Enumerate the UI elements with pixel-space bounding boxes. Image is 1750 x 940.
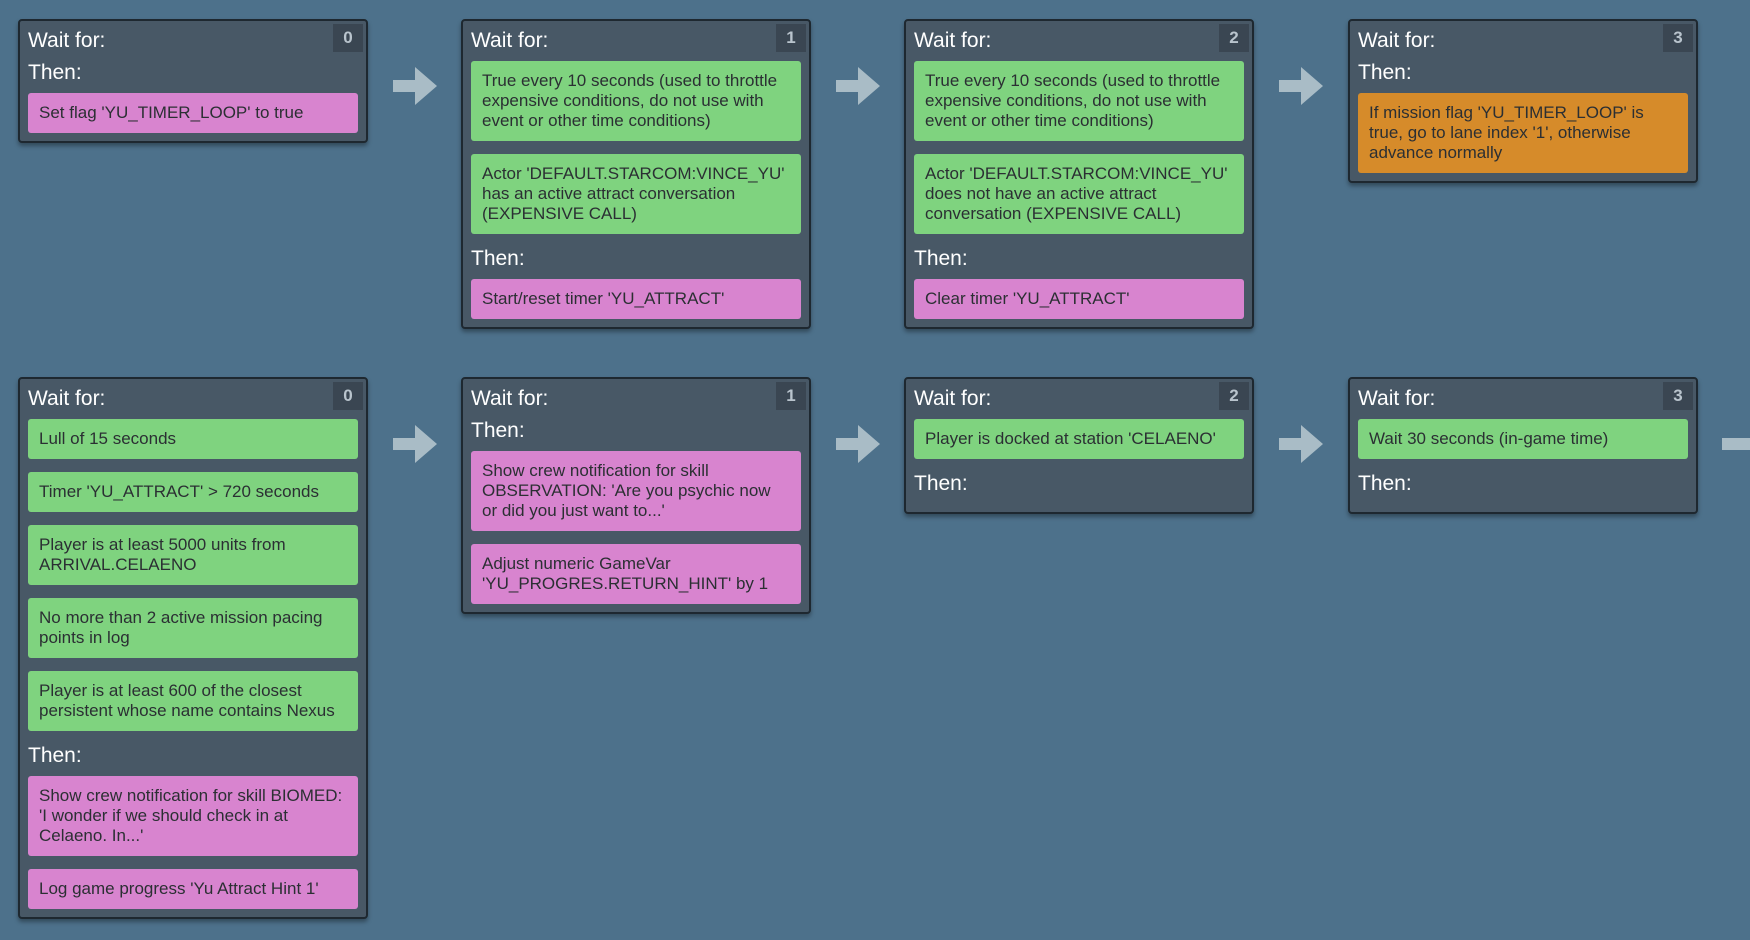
node-index-badge: 2 (1219, 382, 1249, 410)
condition-card[interactable]: Player is at least 5000 units from ARRIV… (28, 525, 358, 585)
lane1-node-1[interactable]: 1 Wait for: True every 10 seconds (used … (461, 19, 811, 329)
condition-card[interactable]: Player is docked at station 'CELAENO' (914, 419, 1244, 459)
wait-for-label: Wait for: (1358, 387, 1436, 410)
lane2-node-2[interactable]: 2 Wait for: Player is docked at station … (904, 377, 1254, 514)
arrow-right-icon (836, 67, 880, 105)
action-card[interactable]: Log game progress 'Yu Attract Hint 1' (28, 869, 358, 909)
wait-for-label: Wait for: (28, 387, 106, 410)
arrow-right-icon (1279, 425, 1323, 463)
arrow-right-icon (836, 425, 880, 463)
lane1-node-2[interactable]: 2 Wait for: True every 10 seconds (used … (904, 19, 1254, 329)
condition-card[interactable]: Actor 'DEFAULT.STARCOM:VINCE_YU' does no… (914, 154, 1244, 234)
lane1-node-3[interactable]: 3 Wait for: Then: If mission flag 'YU_TI… (1348, 19, 1698, 183)
lane2-node-3[interactable]: 3 Wait for: Wait 30 seconds (in-game tim… (1348, 377, 1698, 514)
then-label: Then: (914, 472, 968, 495)
node-index-badge: 0 (333, 24, 363, 52)
condition-card[interactable]: True every 10 seconds (used to throttle … (471, 61, 801, 141)
wait-for-label: Wait for: (28, 29, 106, 52)
action-card[interactable]: Show crew notification for skill BIOMED:… (28, 776, 358, 856)
lane2-node-0[interactable]: 0 Wait for: Lull of 15 seconds Timer 'YU… (18, 377, 368, 919)
flow-control-card[interactable]: If mission flag 'YU_TIMER_LOOP' is true,… (1358, 93, 1688, 173)
then-label: Then: (471, 247, 525, 270)
condition-card[interactable]: Wait 30 seconds (in-game time) (1358, 419, 1688, 459)
node-index-badge: 1 (776, 382, 806, 410)
arrow-right-icon (1722, 438, 1750, 450)
condition-card[interactable]: True every 10 seconds (used to throttle … (914, 61, 1244, 141)
action-card[interactable]: Adjust numeric GameVar 'YU_PROGRES.RETUR… (471, 544, 801, 604)
lane2-node-1[interactable]: 1 Wait for: Then: Show crew notification… (461, 377, 811, 614)
wait-for-label: Wait for: (1358, 29, 1436, 52)
condition-card[interactable]: Timer 'YU_ATTRACT' > 720 seconds (28, 472, 358, 512)
arrow-right-icon (1279, 67, 1323, 105)
node-index-badge: 3 (1663, 24, 1693, 52)
condition-card[interactable]: Lull of 15 seconds (28, 419, 358, 459)
action-card[interactable]: Show crew notification for skill OBSERVA… (471, 451, 801, 531)
lane1-node-0[interactable]: 0 Wait for: Then: Set flag 'YU_TIMER_LOO… (18, 19, 368, 143)
then-label: Then: (1358, 61, 1412, 84)
condition-card[interactable]: No more than 2 active mission pacing poi… (28, 598, 358, 658)
node-index-badge: 2 (1219, 24, 1249, 52)
wait-for-label: Wait for: (914, 387, 992, 410)
action-card[interactable]: Set flag 'YU_TIMER_LOOP' to true (28, 93, 358, 133)
action-card[interactable]: Start/reset timer 'YU_ATTRACT' (471, 279, 801, 319)
node-index-badge: 3 (1663, 382, 1693, 410)
arrow-right-icon (393, 425, 437, 463)
then-label: Then: (28, 744, 82, 767)
then-label: Then: (28, 61, 82, 84)
node-index-badge: 1 (776, 24, 806, 52)
arrow-right-icon (393, 67, 437, 105)
then-label: Then: (471, 419, 525, 442)
condition-card[interactable]: Actor 'DEFAULT.STARCOM:VINCE_YU' has an … (471, 154, 801, 234)
then-label: Then: (1358, 472, 1412, 495)
then-label: Then: (914, 247, 968, 270)
condition-card[interactable]: Player is at least 600 of the closest pe… (28, 671, 358, 731)
wait-for-label: Wait for: (914, 29, 992, 52)
wait-for-label: Wait for: (471, 29, 549, 52)
action-card[interactable]: Clear timer 'YU_ATTRACT' (914, 279, 1244, 319)
wait-for-label: Wait for: (471, 387, 549, 410)
node-index-badge: 0 (333, 382, 363, 410)
